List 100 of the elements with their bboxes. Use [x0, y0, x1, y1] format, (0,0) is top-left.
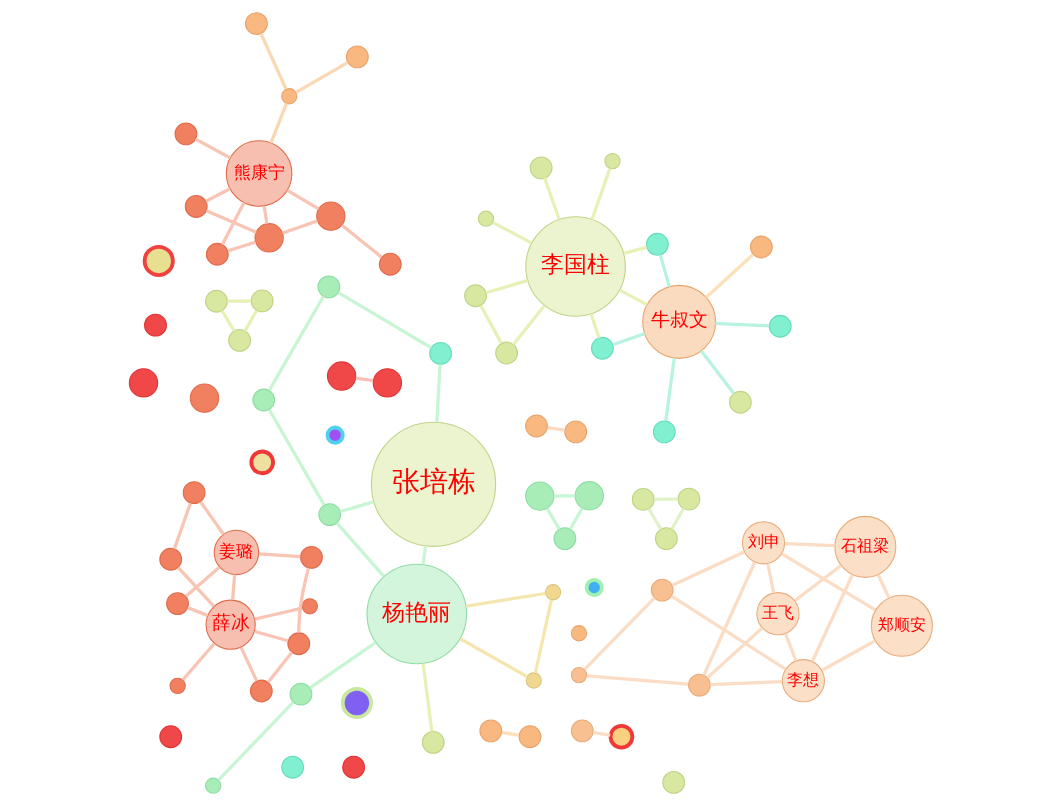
connector: [793, 564, 842, 603]
connector: [259, 32, 288, 90]
connector: [187, 606, 209, 618]
node-circle: [604, 152, 621, 170]
node-circle: 刘申: [741, 521, 786, 565]
node-circle: [318, 503, 342, 527]
connector: [269, 102, 288, 144]
node-circle: 李想: [781, 659, 826, 703]
connector: [547, 426, 565, 432]
connector: [267, 408, 326, 506]
node-circle: [205, 777, 222, 794]
connector: [335, 522, 385, 578]
connector: [217, 701, 295, 781]
node-circle: [564, 420, 588, 444]
connector: [267, 295, 325, 392]
connector: [231, 574, 237, 600]
connector: [619, 288, 648, 307]
node-circle: [525, 414, 548, 438]
connector: [583, 596, 656, 671]
node-circle: [729, 390, 752, 414]
node-circle: [553, 527, 577, 550]
connector: [181, 642, 216, 681]
node-circle: [570, 719, 594, 743]
connector: [185, 566, 221, 598]
connector: [766, 563, 776, 594]
node-circle: [289, 682, 313, 706]
connector: [568, 507, 584, 530]
connector: [194, 137, 231, 160]
connector: [543, 177, 561, 220]
connector: [654, 497, 678, 501]
connector: [421, 546, 428, 565]
connector: [533, 599, 553, 674]
node-circle: 杨艳丽: [366, 563, 468, 665]
node-circle: [249, 449, 275, 476]
node-circle: [205, 242, 229, 266]
node-circle: [372, 368, 403, 398]
node-circle: [287, 632, 311, 656]
connector: [239, 646, 259, 682]
node-circle: [584, 578, 604, 598]
connector: [254, 629, 289, 643]
node-circle: [650, 578, 674, 602]
node-circle: [205, 289, 228, 313]
connector: [704, 253, 755, 299]
connector: [205, 209, 257, 234]
node-circle: [525, 672, 542, 689]
connector: [593, 730, 611, 737]
node-circle: [316, 201, 346, 231]
node-circle: [529, 156, 553, 180]
connector: [339, 500, 374, 514]
connector: [781, 552, 877, 612]
connector: [337, 291, 432, 350]
connector: [177, 566, 215, 608]
connector: [784, 633, 798, 662]
node-circle: [570, 666, 588, 684]
node-circle: 姜璐: [213, 529, 260, 576]
connector: [341, 224, 383, 259]
node-circle: [169, 677, 186, 695]
node-circle: [249, 679, 273, 703]
connector: [670, 507, 685, 530]
connector: [286, 188, 320, 211]
node-circle: 张培栋: [370, 421, 497, 547]
connector: [205, 187, 231, 203]
node-circle: [631, 487, 655, 511]
node-circle: [159, 547, 183, 571]
connector: [715, 321, 770, 328]
connector: [647, 508, 663, 530]
node-circle: [652, 420, 676, 444]
connector: [821, 639, 876, 672]
node-circle: [662, 771, 686, 794]
connector: [227, 240, 256, 253]
connector: [227, 299, 252, 303]
connector: [554, 494, 575, 498]
connector: [262, 205, 269, 224]
node-circle: [254, 223, 284, 253]
connector: [297, 567, 311, 633]
node-circle: [654, 527, 678, 550]
connector: [710, 680, 782, 687]
node-circle: [570, 625, 588, 642]
connector: [485, 279, 529, 295]
connector: [295, 61, 349, 94]
connector: [810, 574, 854, 663]
node-circle: [252, 388, 276, 412]
connector: [706, 626, 764, 679]
connector: [466, 591, 546, 608]
connector: [612, 332, 646, 347]
connector: [243, 309, 259, 332]
connector: [501, 730, 519, 737]
node-circle: [317, 275, 341, 299]
connector: [199, 500, 225, 536]
node-circle: [250, 289, 274, 313]
node-circle: 薛冰: [205, 599, 256, 650]
node-circle: [182, 481, 206, 505]
connector: [172, 502, 192, 550]
node-circle: [677, 487, 701, 511]
connector: [671, 550, 745, 587]
node-circle: 熊康宁: [225, 140, 293, 207]
connector: [220, 309, 236, 332]
node-circle: [495, 341, 519, 365]
connector: [492, 220, 533, 245]
connector: [545, 507, 561, 530]
